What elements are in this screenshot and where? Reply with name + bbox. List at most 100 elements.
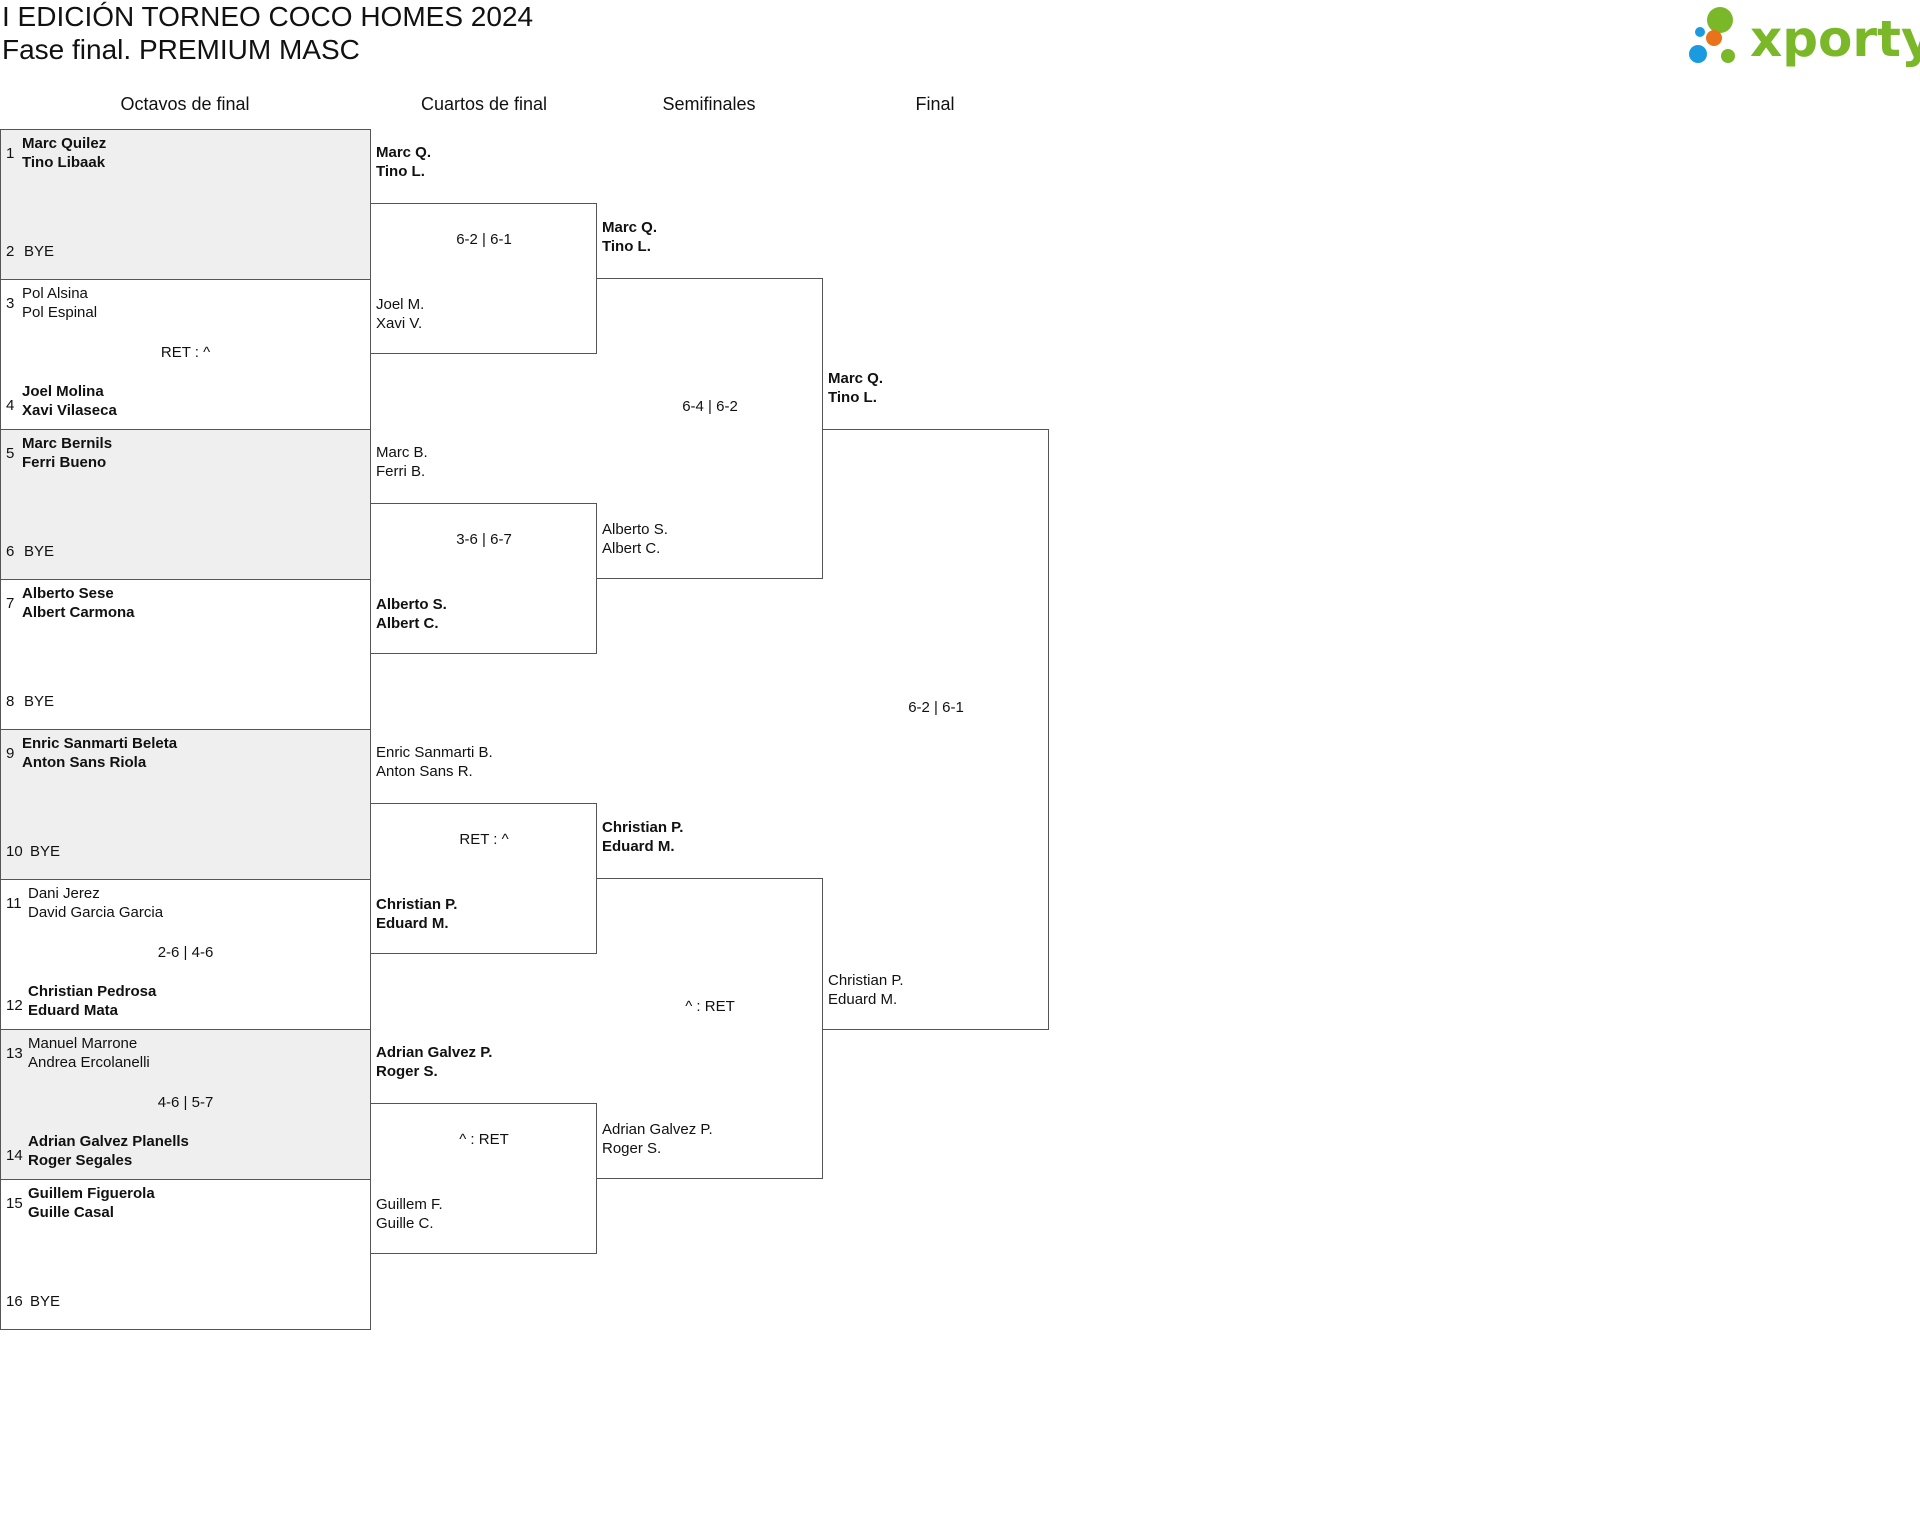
player-name: Pol Espinal [22,304,98,321]
logo-dot-orange [1706,30,1722,46]
player-name: Andrea Ercolanelli [28,1054,150,1071]
match-score: 6-2 | 6-1 [908,699,964,716]
player-name: Enric Sanmarti Beleta [22,735,178,752]
seed-number: 14 [6,1147,23,1164]
player-name: Eduard M. [376,915,449,932]
team-names[interactable]: Marc Q.Tino L. [602,218,657,256]
team-names[interactable]: Joel M.Xavi V. [376,295,424,333]
seed-number: 12 [6,997,23,1014]
player-name: Marc Q. [602,219,658,236]
bye-label: BYE [24,693,55,710]
match-box-r16 [0,129,371,280]
match-box-qf [371,503,597,654]
title-line: I EDICIÓN TORNEO COCO HOMES 2024 [2,1,534,32]
match-box-sf [597,278,823,579]
seed-number: 3 [6,295,15,312]
round-header: Final [915,94,955,114]
seed-number: 5 [6,445,15,462]
team-names[interactable]: Marc B.Ferri B. [376,443,428,481]
player-name: Enric Sanmarti B. [376,744,493,761]
team-names[interactable]: Christian P. Eduard M. [602,818,683,856]
round-header: Octavos de final [120,94,250,114]
bye-label: BYE [30,843,61,860]
player-name: Xavi V. [376,315,423,332]
player-name: Christian P. [828,972,904,989]
team-names[interactable]: Alberto S.Albert C. [376,595,447,633]
logo-dot-green [1707,7,1733,33]
subtitle-line: Fase final. PREMIUM MASC [2,34,360,65]
team-names[interactable]: Christian P. Eduard M. [828,971,904,1009]
team-names[interactable]: Marc Q.Tino L. [376,143,431,181]
player-name: Christian Pedrosa [28,983,157,1000]
logo-dot-green-small [1721,49,1735,63]
match-box-qf [371,203,597,354]
match-score: 4-6 | 5-7 [157,1094,214,1111]
player-name: Marc Q. [828,370,884,387]
player-name: Eduard M. [602,838,675,855]
logo-dot-teal [1695,27,1705,37]
seed-number: 9 [6,745,15,762]
player-name: Guille Casal [28,1204,114,1221]
player-name: Dani Jerez [28,885,100,902]
seed-number: 2 [6,243,15,260]
player-name: Anton Sans R. [376,763,473,780]
match-score: RET : ^ [459,831,509,848]
player-name: Xavi Vilaseca [22,402,117,419]
seed-number: 8 [6,693,15,710]
seed-number: 4 [6,397,15,414]
seed-number: 10 [6,843,23,860]
player-name: Christian P. [602,819,684,836]
player-name: Ferri B. [376,463,426,480]
team-names[interactable]: Christian P. Eduard M. [376,895,457,933]
player-name: Adrian Galvez P. [376,1044,493,1061]
match-score: 2-6 | 4-6 [157,944,214,961]
seed-number: 7 [6,595,15,612]
player-name: Adrian Galvez Planells [28,1133,189,1150]
match-box-r16 [0,429,371,580]
player-name: Tino Libaak [22,154,106,171]
player-name: Manuel Marrone [28,1035,138,1052]
seed-number: 11 [6,895,22,912]
match-box-r16 [0,1179,371,1330]
bye-label: BYE [24,243,55,260]
match-score: ^ : RET [685,998,735,1015]
player-name: Adrian Galvez P. [602,1121,713,1138]
team-names[interactable]: Adrian Galvez P.Roger S. [376,1043,492,1081]
match-score: RET : ^ [160,344,211,361]
seed-number: 13 [6,1045,23,1062]
match-score: 6-2 | 6-1 [456,231,512,248]
match-score: 6-4 | 6-2 [682,398,738,415]
team-names[interactable]: Guillem F.Guille C. [376,1195,443,1233]
player-name: Eduard Mata [28,1002,119,1019]
seed-number: 1 [6,145,15,162]
team-names[interactable]: Enric Sanmarti B. Anton Sans R. [376,743,493,781]
seed-number: 16 [6,1293,23,1310]
tournament-title: I EDICIÓN TORNEO COCO HOMES 2024 Fase fi… [2,0,533,66]
player-name: Christian P. [376,896,458,913]
player-name: Alberto S. [602,521,668,538]
player-name: Tino L. [828,389,877,406]
round-header: Semifinales [662,94,756,114]
team-names[interactable]: Alberto S.Albert C. [602,520,668,558]
bye-label: BYE [24,543,55,560]
player-name: Marc Quilez [22,135,107,152]
player-name: Eduard M. [828,991,898,1008]
player-name: Anton Sans Riola [22,754,147,771]
match-score: 3-6 | 6-7 [456,531,512,548]
player-name: Guillem Figuerola [28,1185,155,1202]
team-names[interactable]: Marc Q. Tino L. [828,369,883,407]
player-name: Roger Segales [28,1152,133,1169]
team-names[interactable]: Adrian Galvez P.Roger S. [602,1120,713,1158]
bye-label: BYE [30,1293,61,1310]
